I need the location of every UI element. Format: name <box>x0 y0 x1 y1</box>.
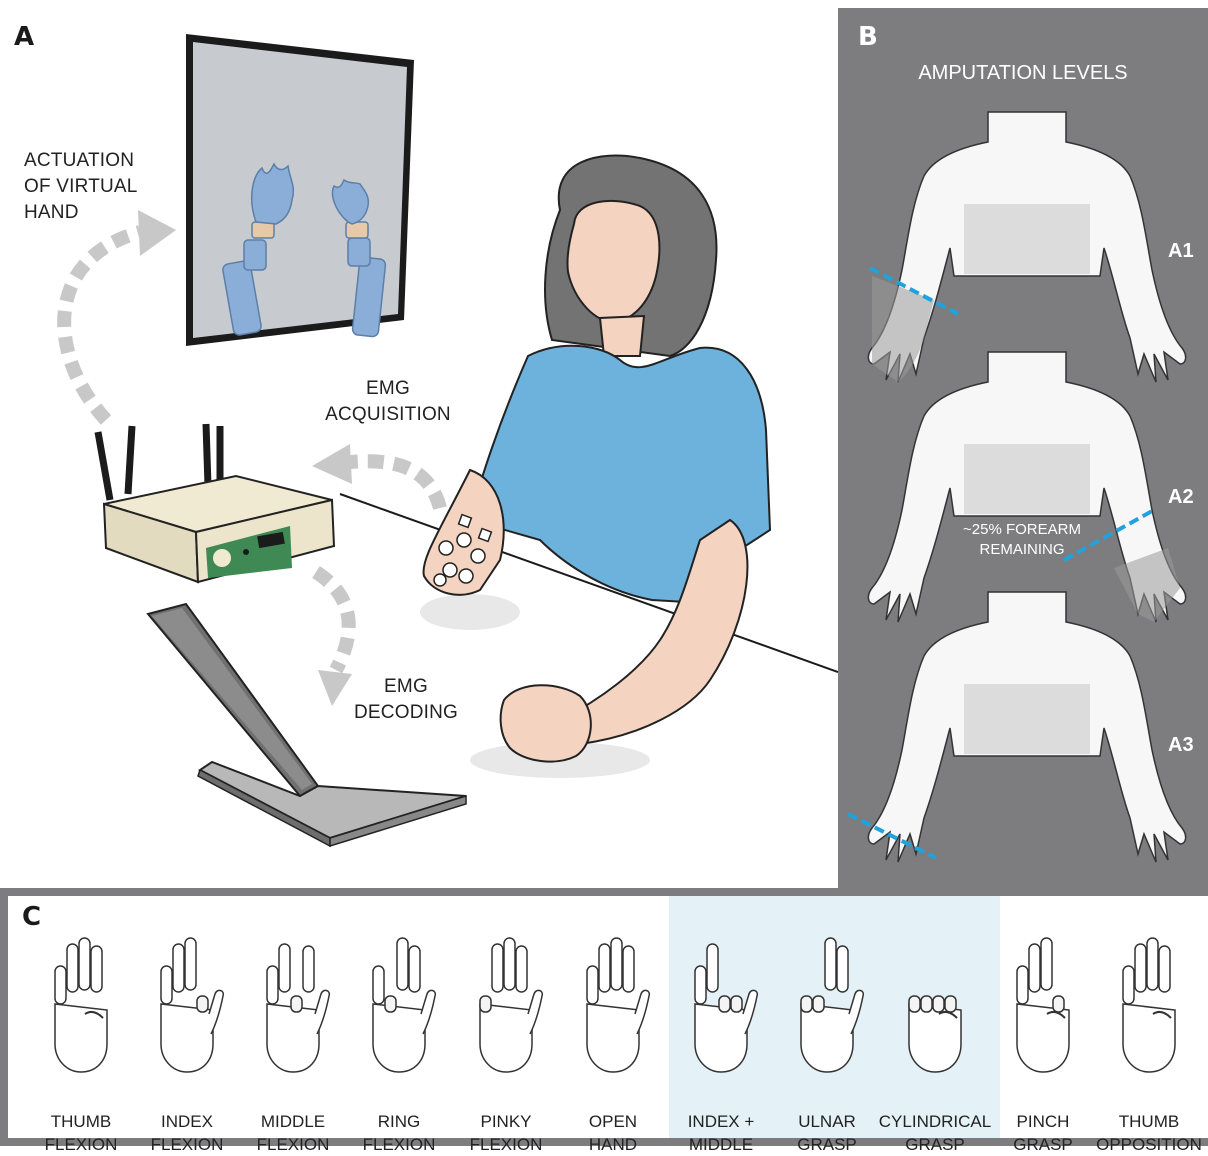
gesture-open-hand: OPENHAND <box>560 926 666 1140</box>
gesture-index-flexion: INDEXFLEXION <box>134 926 240 1140</box>
gesture-thumb-opposition: THUMBOPPOSITION <box>1096 926 1202 1140</box>
decoding-arrow <box>316 572 349 670</box>
participant-figure <box>423 156 770 762</box>
open-hand-hand-icon <box>573 926 653 1076</box>
gesture-ulnar-grasp: ULNARGRASP <box>774 926 880 1140</box>
actuation-caption-line-1: ACTUATION <box>24 148 138 174</box>
acquisition-arrow <box>350 461 440 508</box>
ring-flexion-hand-icon <box>359 926 439 1076</box>
acquisition-caption-line-1: EMG <box>320 376 456 402</box>
pinch-grasp-hand-icon <box>1003 926 1083 1076</box>
acquisition-caption: EMG ACQUISITION <box>320 376 456 428</box>
gesture-thumb-flexion: THUMBFLEXION <box>28 926 134 1140</box>
virtual-hand-monitor <box>186 34 414 346</box>
gesture-cylindrical-grasp: CYLINDRICALGRASP <box>882 926 988 1140</box>
decoding-caption: EMG DECODING <box>350 674 462 726</box>
level-label-a2: A2 <box>1168 486 1194 509</box>
gesture-label-line-1: THUMB <box>1086 1110 1208 1133</box>
panel-c: C THUMBFLEXIONINDEXFLEXIONMIDDLEFLEXIONR… <box>0 888 1208 1146</box>
gesture-label-line-2: OPPOSITION <box>1086 1133 1208 1156</box>
actuation-caption-line-3: HAND <box>24 200 138 226</box>
actuation-arrow <box>64 232 140 420</box>
thumb-flexion-hand-icon <box>41 926 121 1076</box>
actuation-caption-line-2: OF VIRTUAL <box>24 174 138 200</box>
gesture-middle-flexion: MIDDLEFLEXION <box>240 926 346 1140</box>
thumb-opposition-hand-icon <box>1109 926 1189 1076</box>
panel-a-illustration <box>0 0 838 888</box>
actuation-arrowhead-icon <box>138 210 176 256</box>
gesture-index-middle: INDEX +MIDDLE <box>668 926 774 1140</box>
decoding-arrowhead-icon <box>318 670 352 706</box>
emg-amplifier-device <box>98 424 334 582</box>
figure-a3 <box>848 592 1186 862</box>
level-label-a1: A1 <box>1168 240 1194 263</box>
gesture-label: THUMBOPPOSITION <box>1086 1110 1208 1156</box>
acquisition-arrowhead-icon <box>312 444 352 484</box>
index-middle-hand-icon <box>681 926 761 1076</box>
gesture-ring-flexion: RINGFLEXION <box>346 926 452 1140</box>
index-flexion-hand-icon <box>147 926 227 1076</box>
panel-b: B AMPUTATION LEVELS A1 A2 A3 ~25% FOREAR… <box>838 8 1208 888</box>
ulnar-grasp-hand-icon <box>787 926 867 1076</box>
pinky-flexion-hand-icon <box>466 926 546 1076</box>
forearm-note-line-2: REMAINING <box>942 540 1102 560</box>
decoding-caption-line-1: EMG <box>350 674 462 700</box>
figure-a1 <box>868 112 1185 382</box>
amputation-figures <box>838 8 1208 888</box>
figure-a2 <box>868 352 1185 622</box>
acquisition-caption-line-2: ACQUISITION <box>320 402 456 428</box>
decoding-caption-line-2: DECODING <box>350 700 462 726</box>
forearm-note-line-1: ~25% FOREARM <box>942 520 1102 540</box>
actuation-caption: ACTUATION OF VIRTUAL HAND <box>24 148 138 226</box>
cylindrical-grasp-hand-icon <box>895 926 975 1076</box>
middle-flexion-hand-icon <box>253 926 333 1076</box>
gesture-pinch-grasp: PINCHGRASP <box>990 926 1096 1140</box>
forearm-remaining-note: ~25% FOREARM REMAINING <box>942 520 1102 560</box>
level-label-a3: A3 <box>1168 734 1194 757</box>
gesture-pinky-flexion: PINKYFLEXION <box>453 926 559 1140</box>
